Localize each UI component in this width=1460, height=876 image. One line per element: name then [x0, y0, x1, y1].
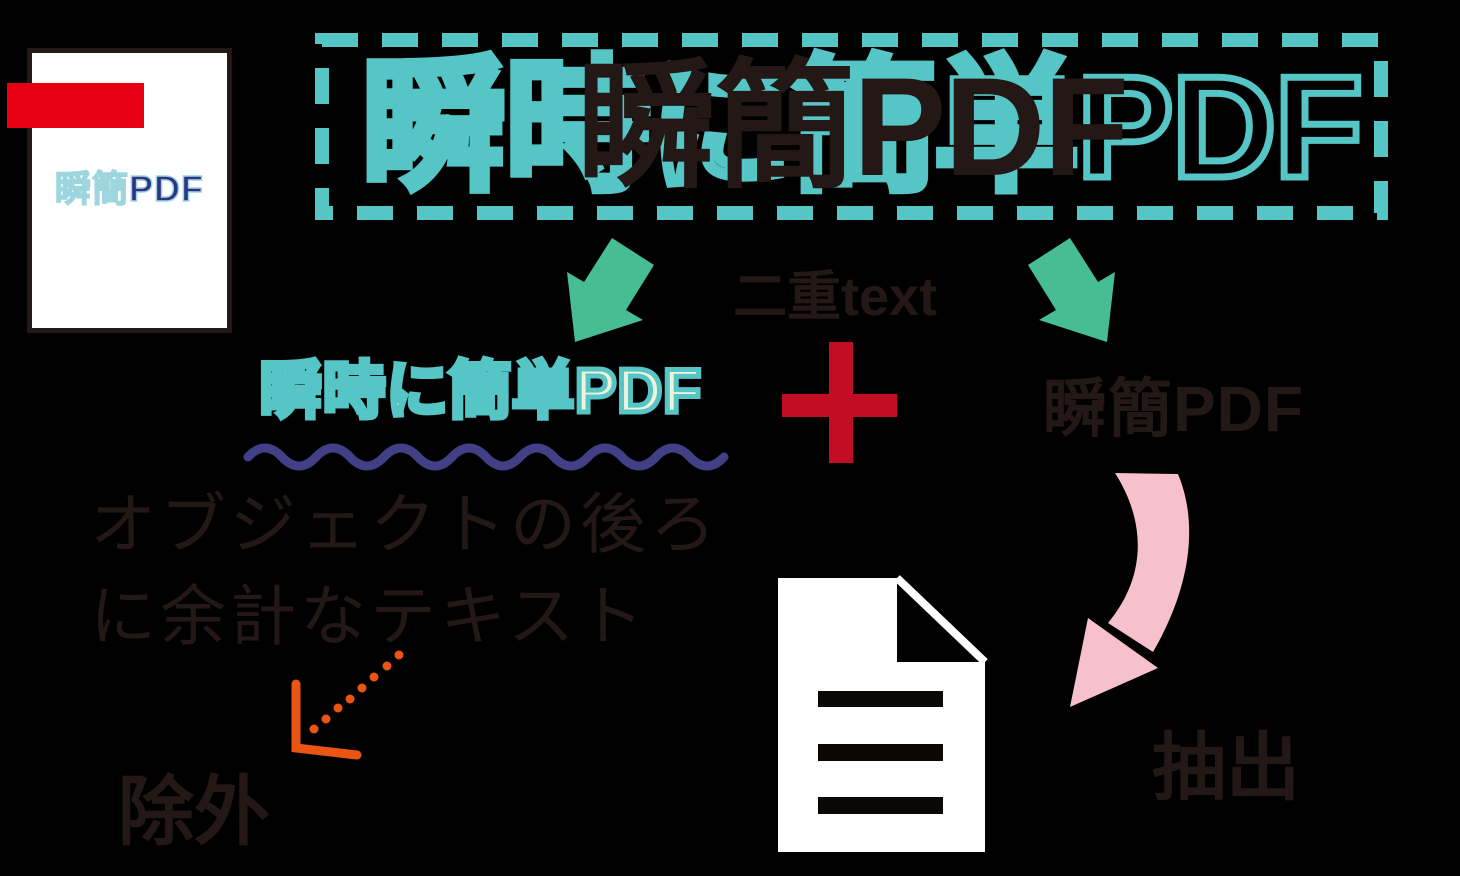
- double-text-label: 二重text: [733, 267, 938, 327]
- visible-text-layer: 瞬簡PDF: [577, 48, 1129, 205]
- note-line-2: に余計なテキスト: [90, 579, 649, 653]
- exclude-label: 除外: [118, 770, 270, 855]
- dashed-border-box: [315, 33, 1388, 220]
- wavy-underline-icon: [243, 443, 729, 471]
- hidden-text-phrase: 瞬時に簡単PDF: [257, 355, 703, 428]
- note-line-1: オブジェクトの後ろ: [90, 487, 720, 561]
- arrow-down-left-icon: [567, 238, 654, 342]
- arrow-down-right-icon: [1028, 238, 1115, 342]
- hidden-text-layer: 瞬時に簡単PDF: [359, 46, 1367, 208]
- extract-label: 抽出: [1152, 726, 1300, 809]
- document-icon: [778, 575, 988, 852]
- red-highlight-bar: [7, 83, 144, 128]
- plus-icon: [782, 342, 897, 463]
- curved-arrow-icon: [1070, 473, 1190, 707]
- pdf-page-title: 瞬簡PDF: [54, 167, 204, 210]
- dotted-arrow-icon: [291, 650, 404, 760]
- extra-text-note: オブジェクトの後ろ に余計なテキスト: [90, 478, 720, 662]
- product-name-text: 瞬簡PDF: [1043, 373, 1304, 445]
